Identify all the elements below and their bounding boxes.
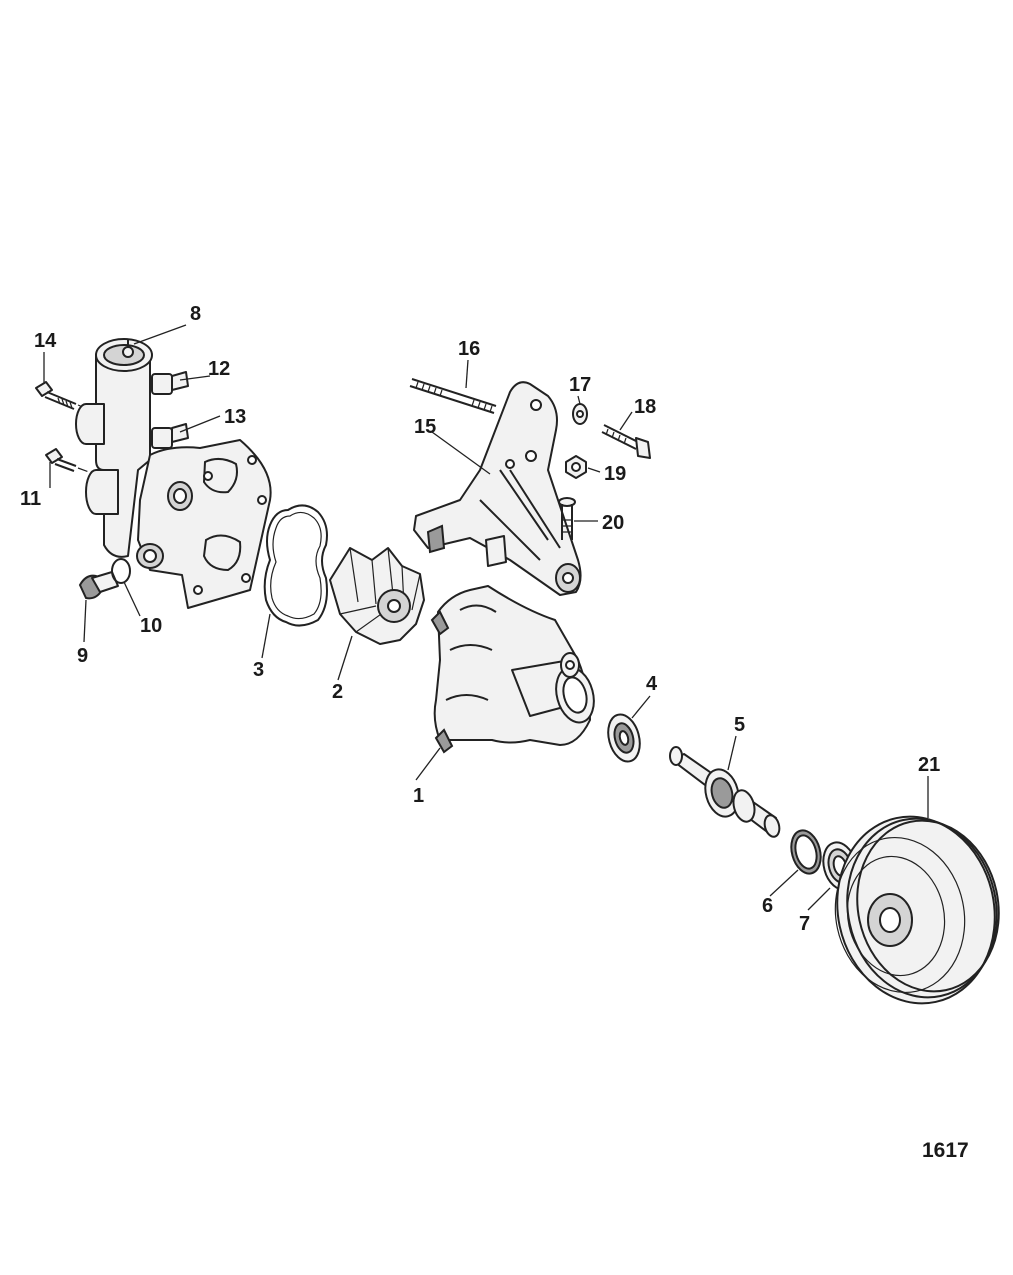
part-1-pump-body	[430, 585, 595, 754]
callout-20: 20	[602, 512, 624, 534]
part-10-o-ring	[111, 558, 131, 584]
part-9-plug	[78, 571, 119, 600]
callout-11: 11	[20, 488, 41, 510]
callout-1: 1	[413, 785, 424, 807]
callout-21: 21	[918, 754, 940, 776]
callout-2: 2	[332, 681, 343, 703]
part-18-bolt	[601, 424, 651, 459]
part-21-pulley	[834, 815, 1000, 1005]
housing-left	[75, 338, 272, 609]
leader-lines	[43, 324, 929, 911]
callout-4: 4	[646, 673, 658, 695]
part-16-stud	[409, 378, 497, 414]
part-5-shaft	[669, 746, 781, 838]
callout-9: 9	[77, 645, 88, 667]
callout-18: 18	[634, 396, 656, 418]
part-19-nut	[565, 455, 587, 479]
callout-19: 19	[604, 463, 626, 485]
callout-8: 8	[190, 303, 201, 325]
callout-6: 6	[762, 895, 773, 917]
callout-10: 10	[140, 615, 162, 637]
part-15-bracket	[413, 381, 582, 596]
callout-13: 13	[224, 406, 246, 428]
callout-16: 16	[458, 338, 480, 360]
figure-number: 1617	[922, 1139, 969, 1162]
part-2-impeller	[329, 547, 425, 645]
callout-14: 14	[34, 330, 57, 352]
callout-3: 3	[253, 659, 264, 681]
part-14-bolt	[35, 381, 77, 410]
callout-7: 7	[799, 913, 810, 935]
part-11-bolt	[45, 448, 77, 472]
part-3-gasket	[263, 504, 328, 627]
callout-12: 12	[208, 358, 230, 380]
callout-15: 15	[414, 416, 436, 438]
callout-5: 5	[734, 714, 745, 736]
part-4-seal	[607, 713, 641, 763]
callout-17: 17	[569, 374, 591, 396]
part-20-bolt	[558, 497, 576, 540]
